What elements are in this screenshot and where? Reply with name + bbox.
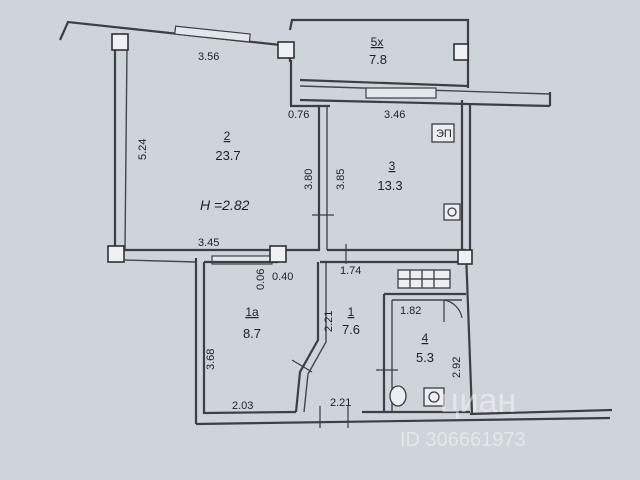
dim-label: 1.82 xyxy=(400,305,421,317)
watermark-id: ID 306661973 xyxy=(400,429,526,451)
door-swing-room-4 xyxy=(443,299,463,322)
room-4-area: 5.3 xyxy=(416,350,434,365)
watermark: циан ID 306661973 xyxy=(400,382,526,451)
dim-label: 3.80 xyxy=(303,169,315,190)
column xyxy=(277,41,295,59)
dim-label: 1.74 xyxy=(340,265,361,277)
kitchen-sink-drain-icon xyxy=(447,207,457,217)
watermark-brand: циан xyxy=(440,382,516,420)
room-5x-number: 5x xyxy=(371,35,384,49)
column xyxy=(457,249,473,265)
window-room-3 xyxy=(365,87,437,99)
dim-label: 3.56 xyxy=(198,51,219,63)
dim-label: 0.76 xyxy=(288,109,309,121)
column xyxy=(269,245,287,263)
room-4-number: 4 xyxy=(422,331,429,345)
room-1-area: 7.6 xyxy=(342,322,360,337)
dim-label: 2.92 xyxy=(451,357,463,378)
balcony-5x-walls xyxy=(288,18,552,108)
dim-label: 3.68 xyxy=(205,349,217,370)
dim-label: 3.85 xyxy=(335,169,347,190)
dim-label: 0.06 xyxy=(255,269,267,290)
room-3-number: 3 xyxy=(389,159,396,173)
room-2-number: 2 xyxy=(224,129,231,143)
room-1a-area: 8.7 xyxy=(243,326,261,341)
fixtures: ЭП xyxy=(389,123,461,407)
dim-label: 2.03 xyxy=(232,400,253,412)
room-2-area: 23.7 xyxy=(215,148,240,163)
room-1a-walls xyxy=(194,255,611,426)
column xyxy=(111,33,129,51)
room-1-number: 1 xyxy=(348,305,355,319)
columns xyxy=(107,33,473,265)
stove-icon xyxy=(431,123,455,143)
room-1-walls xyxy=(291,260,470,428)
column xyxy=(107,245,125,263)
room-3-area: 13.3 xyxy=(377,178,402,193)
ceiling-height: H =2.82 xyxy=(200,197,250,213)
dim-label: 2.21 xyxy=(330,397,351,409)
stove-label: ЭП xyxy=(436,128,452,140)
dimension-labels: 3.56 5.24 0.76 3.46 3.80 3.85 3.45 0.06 … xyxy=(137,51,463,412)
room-4-walls xyxy=(384,251,613,416)
dim-label: 5.24 xyxy=(137,139,149,160)
dim-label: 0.40 xyxy=(272,271,293,283)
washbasin-drain-icon xyxy=(428,391,440,403)
toilet-icon xyxy=(389,385,407,407)
room-1a-number: 1a xyxy=(245,305,259,319)
dim-label: 3.45 xyxy=(198,237,219,249)
window-room-2 xyxy=(174,25,251,43)
room-labels: 2 23.7 H =2.82 3 13.3 5x 7.8 1a 8.7 1 7.… xyxy=(200,35,434,365)
room-5x-area: 7.8 xyxy=(369,52,387,67)
column xyxy=(453,43,469,61)
dim-label: 3.46 xyxy=(384,109,405,121)
dim-label: 2.21 xyxy=(323,311,335,332)
